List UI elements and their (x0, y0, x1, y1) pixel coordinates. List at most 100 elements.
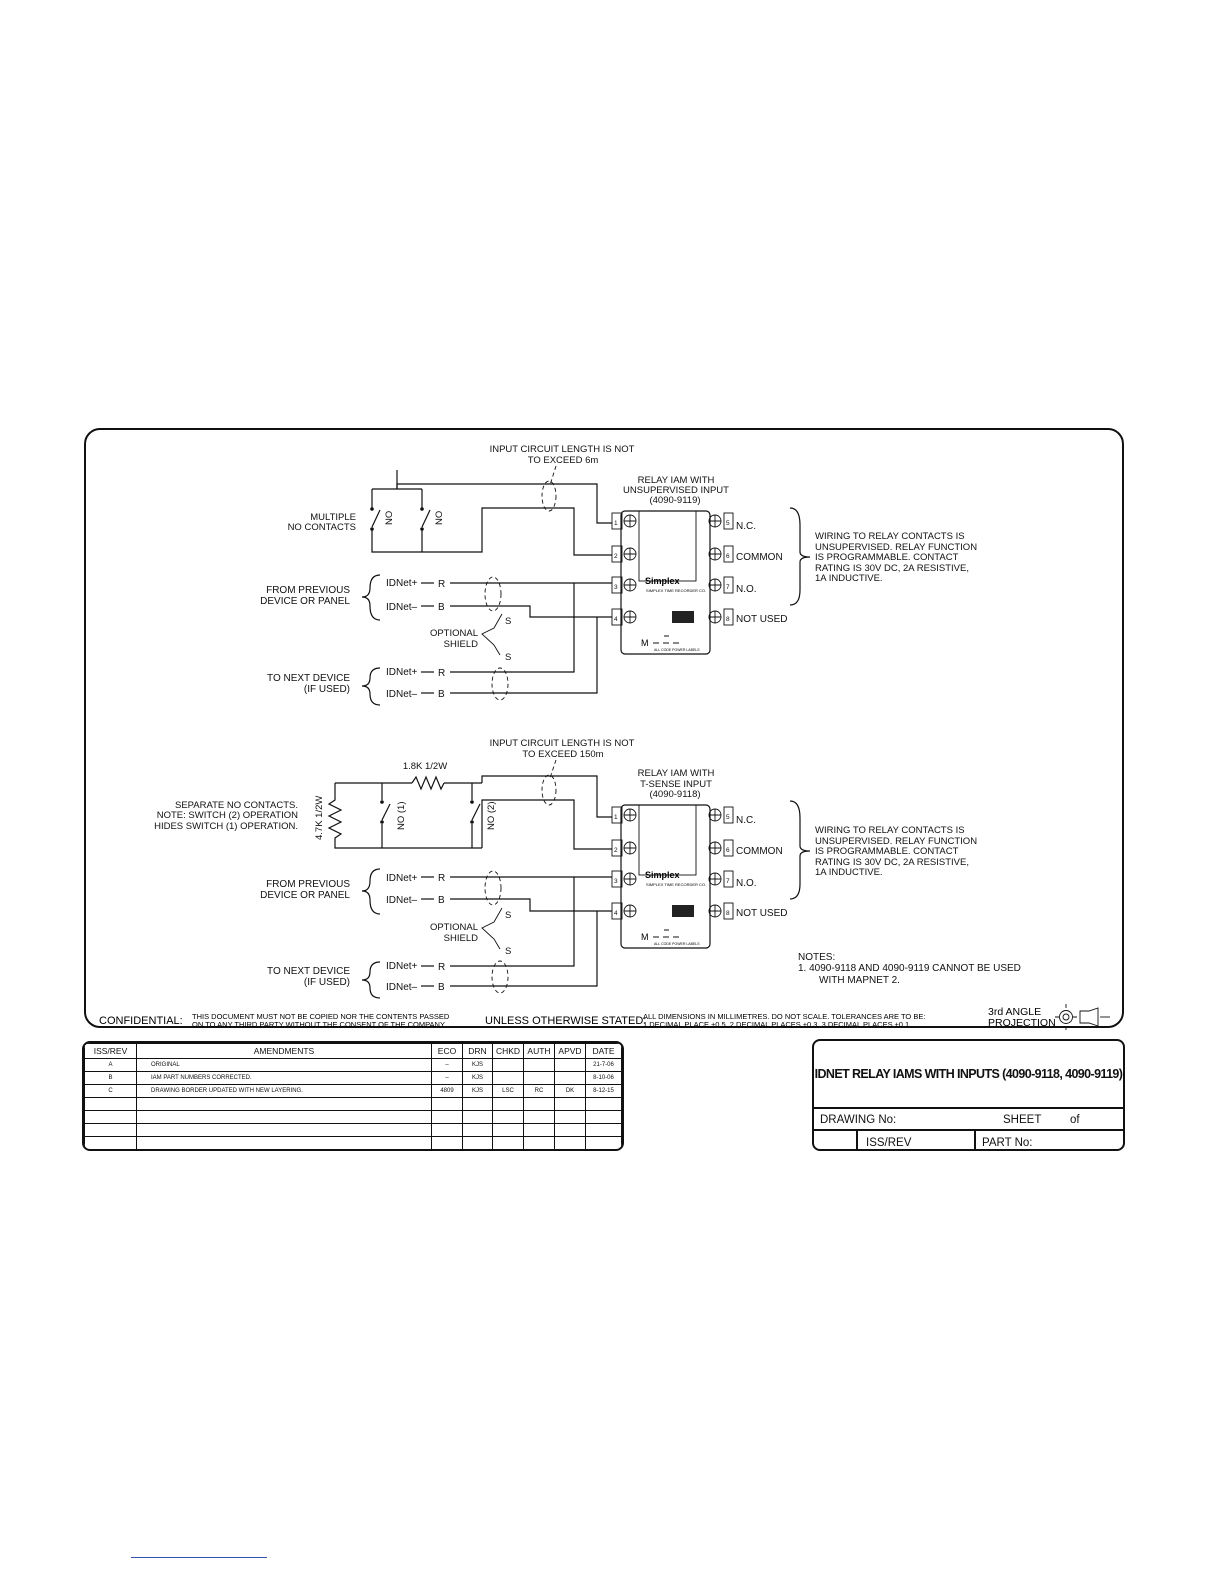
top-optional-shield-1: OPTIONAL (430, 628, 478, 639)
bottom-length-note-2: TO EXCEED 150m (522, 749, 603, 760)
header-drn: DRN (462, 1043, 493, 1059)
cell-eco: – (431, 1058, 463, 1072)
projection-symbol-icon (1055, 1004, 1110, 1030)
bottom-module-title-3: (4090-9118) (649, 789, 700, 800)
footer-underline (131, 1557, 267, 1558)
border-footer: CONFIDENTIAL: THIS DOCUMENT MUST NOT BE … (99, 1004, 1110, 1030)
top-wire-r-out: R (438, 668, 445, 679)
dimensions-text-1: ALL DIMENSIONS IN MILLIMETRES. DO NOT SC… (643, 1012, 925, 1021)
bottom-shield-s-1: S (505, 910, 511, 921)
bottom-term-common: COMMON (736, 846, 783, 857)
top-switch-label-1: NO (384, 511, 395, 525)
bottom-brace-prev (361, 868, 381, 915)
top-brand-sub: SIMPLEX TIME RECORDER CO. (646, 588, 706, 593)
top-term-common: COMMON (736, 552, 783, 563)
title-block-row-drawing: DRAWING No: SHEET of (814, 1107, 1123, 1131)
top-idnet-minus-in: IDNet– (386, 602, 418, 613)
bottom-relay-note-5: 1A INDUCTIVE. (815, 867, 883, 878)
top-from-previous-1: FROM PREVIOUS (266, 585, 350, 596)
projection-text-1: 3rd ANGLE (988, 1006, 1041, 1018)
amendments-header-row: ISS/REV AMENDMENTS ECO DRN CHKD AUTH APV… (84, 1043, 622, 1059)
top-wire-b-out: B (438, 689, 445, 700)
bottom-idnet-plus-out: IDNet+ (386, 961, 418, 972)
dimensions-text-2: 1 DECIMAL PLACE ±0.5, 2 DECIMAL PLACES ±… (643, 1020, 909, 1029)
top-term-5: 5 (726, 520, 730, 527)
title-block-row-part: ISS/REV PART No: (814, 1129, 1123, 1149)
table-row: C DRAWING BORDER UPDATED WITH NEW LAYERI… (84, 1084, 622, 1098)
top-to-next-1: TO NEXT DEVICE (267, 673, 350, 684)
top-relay-note-1: WIRING TO RELAY CONTACTS IS (815, 531, 965, 542)
bottom-to-next-1: TO NEXT DEVICE (267, 966, 350, 977)
bottom-module-title-2: T-SENSE INPUT (640, 779, 712, 790)
table-row (84, 1123, 622, 1137)
top-length-note-2: TO EXCEED 6m (528, 455, 599, 466)
bottom-shield-s-2: S (505, 946, 511, 957)
cell-auth: RC (523, 1084, 555, 1098)
top-relay-brace (789, 507, 811, 606)
note-1a: 1. 4090-9118 AND 4090-9119 CANNOT BE USE… (798, 963, 1021, 974)
table-row (84, 1110, 622, 1124)
bottom-wire-b-to-t4 (450, 898, 612, 912)
top-wire-b-out-line (450, 617, 598, 694)
bottom-term-5: 5 (726, 814, 730, 821)
table-row (84, 1136, 622, 1149)
top-relay-note-2: UNSUPERVISED. RELAY FUNCTION (815, 542, 977, 553)
bottom-term-no: N.O. (736, 878, 757, 889)
cell-chkd (492, 1058, 524, 1072)
bottom-term-1: 1 (614, 814, 618, 821)
cell-rev: B (84, 1071, 137, 1085)
bottom-resistor-parallel: 4.7K 1/2W (314, 796, 325, 840)
bottom-contacts-label-3: HIDES SWITCH (1) OPERATION. (154, 821, 298, 832)
top-switch-label-2: NO (434, 511, 445, 525)
top-term-not-used: NOT USED (736, 614, 788, 625)
bottom-resistor-series: 1.8K 1/2W (403, 761, 447, 772)
cell-drn: KJS (462, 1071, 493, 1085)
cell-amendment: ORIGINAL (136, 1058, 432, 1072)
top-module-bottom: ALL CODE POWER LABELS (654, 648, 700, 652)
top-term-no: N.O. (736, 584, 757, 595)
top-contacts-label-2: NO CONTACTS (288, 522, 356, 533)
confidential-text-2: ON TO ANY THIRD PARTY WITHOUT THE CONSEN… (192, 1020, 446, 1029)
top-contacts-label-1: MULTIPLE (310, 512, 356, 523)
top-wire-t2 (422, 507, 612, 556)
top-module-m: M (641, 638, 649, 648)
top-idnet-plus-in: IDNet+ (386, 578, 418, 589)
cell-rev: A (84, 1058, 137, 1072)
top-length-leader (549, 465, 557, 486)
top-relay-note-4: RATING IS 30V DC, 2A RESISTIVE, (815, 563, 969, 574)
bottom-wire-b-out: B (438, 982, 445, 993)
top-module-title-2: UNSUPERVISED INPUT (623, 485, 729, 496)
cell-amendment: DRAWING BORDER UPDATED WITH NEW LAYERING… (136, 1084, 432, 1098)
cell-date: 21-7-06 (585, 1058, 622, 1072)
projection-text-2: PROJECTION (988, 1017, 1056, 1029)
bottom-contacts-label-2: NOTE: SWITCH (2) OPERATION (157, 810, 298, 821)
header-date: DATE (585, 1043, 622, 1059)
top-idnet-minus-out: IDNet– (386, 689, 418, 700)
bottom-to-next-2: (IF USED) (304, 977, 350, 988)
top-wire-r-in: R (438, 579, 445, 590)
title-block: IDNET RELAY IAMS WITH INPUTS (4090-9118,… (812, 1039, 1125, 1151)
bottom-switch2-label: NO (2) (486, 802, 497, 831)
cell-eco: – (431, 1071, 463, 1085)
cell-apvd (554, 1058, 586, 1072)
top-module-title-1: RELAY IAM WITH (638, 475, 715, 486)
bottom-idnet-minus-in: IDNet– (386, 895, 418, 906)
header-iss-rev: ISS/REV (84, 1043, 137, 1059)
top-to-next-2: (IF USED) (304, 684, 350, 695)
bottom-relay-note-3: IS PROGRAMMABLE. CONTACT (815, 846, 959, 857)
drawing-title: IDNET RELAY IAMS WITH INPUTS (4090-9118,… (814, 1067, 1123, 1081)
top-brand: Simplex (645, 576, 680, 586)
header-amendments: AMENDMENTS (136, 1043, 432, 1059)
top-idnet-plus-out: IDNet+ (386, 667, 418, 678)
amendments-table: ISS/REV AMENDMENTS ECO DRN CHKD AUTH APV… (82, 1041, 624, 1151)
bottom-length-note-1: INPUT CIRCUIT LENGTH IS NOT (490, 738, 635, 749)
cell-apvd (554, 1071, 586, 1085)
confidential-text-1: THIS DOCUMENT MUST NOT BE COPIED NOR THE… (192, 1012, 450, 1021)
top-relay-note-3: IS PROGRAMMABLE. CONTACT (815, 552, 959, 563)
sheet-of-label: of (1070, 1114, 1080, 1126)
cell-amendment: IAM PART NUMBERS CORRECTED. (136, 1071, 432, 1085)
drawing-border (84, 428, 1124, 1028)
top-term-2: 2 (614, 553, 618, 560)
bottom-optional-shield-1: OPTIONAL (430, 922, 478, 933)
